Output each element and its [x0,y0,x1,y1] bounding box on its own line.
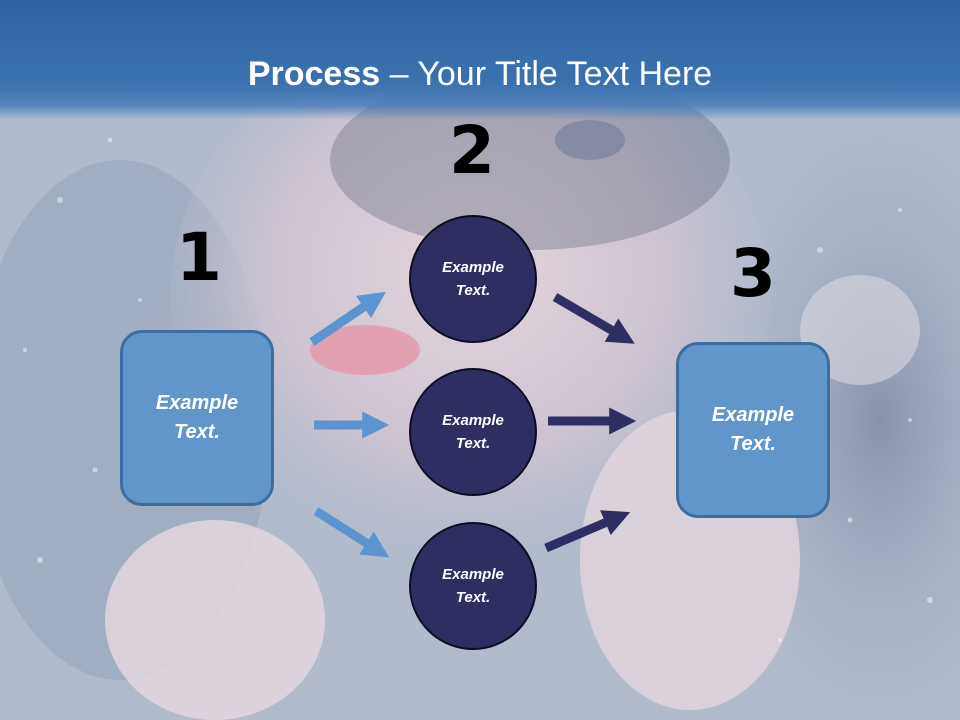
step-number-1: 1 [176,219,222,296]
step-3-line2: Text. [730,433,776,455]
arrow-left-to-bottom [313,507,390,558]
circle-middle-line2: Text. [455,435,491,452]
slide-title[interactable]: Process – Your Title Text Here [0,52,960,96]
title-rest: – Your Title Text Here [380,55,713,93]
step-number-2: 2 [449,112,495,189]
circle-top-line1: Example [442,259,504,276]
step-2-circle-top[interactable]: Example Text. [409,215,537,343]
step-3-box[interactable]: Example Text. [676,342,830,518]
title-bar [0,0,960,120]
arrow-bottom-to-right [544,510,631,553]
circle-bottom-line2: Text. [455,589,491,606]
step-number-3: 3 [730,235,776,312]
step-2-circle-bottom[interactable]: Example Text. [409,522,537,650]
circle-bottom-line1: Example [442,566,504,583]
arrow-top-to-right [552,293,635,344]
step-2-circle-middle[interactable]: Example Text. [409,368,537,496]
step-1-line1: Example [155,392,239,414]
step-1-box[interactable]: Example Text. [120,330,274,506]
step-1-line2: Text. [174,421,220,443]
arrow-left-to-top [309,291,386,346]
circle-middle-line1: Example [442,412,504,429]
circle-top-line2: Text. [455,282,491,299]
title-bold: Process [247,55,381,93]
step-3-line1: Example [711,404,795,426]
